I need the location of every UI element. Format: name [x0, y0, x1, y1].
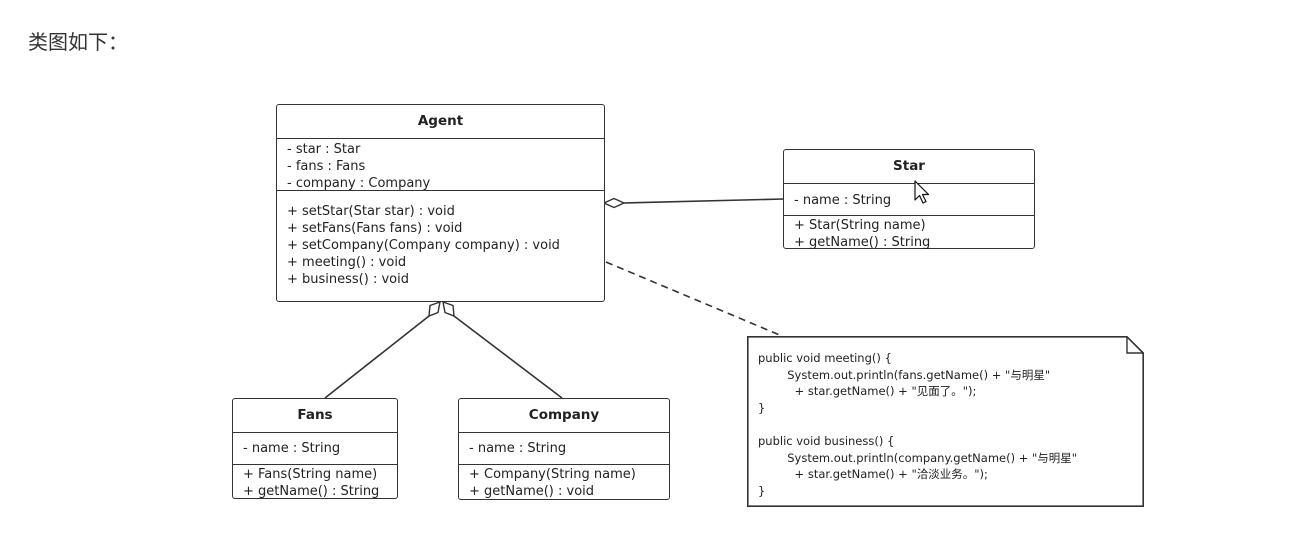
- class-fans[interactable]: Fans - name : String + Fans(String name)…: [232, 398, 398, 499]
- operation-row: + getName() : void: [469, 484, 595, 499]
- aggregation-line-fans: [324, 315, 430, 399]
- attribute-row: - fans : Fans: [287, 159, 366, 174]
- class-star-name: Star: [784, 150, 1034, 184]
- operation-row: + setFans(Fans fans) : void: [287, 221, 463, 236]
- class-fans-name: Fans: [233, 399, 397, 433]
- attribute-row: - company : Company: [287, 176, 431, 191]
- note-anchor-line: [605, 261, 783, 337]
- class-agent[interactable]: Agent - star : Star - fans : Fans - comp…: [276, 104, 605, 302]
- code-line: public void meeting() {: [758, 351, 892, 365]
- operation-row: + Star(String name): [794, 218, 926, 233]
- aggregation-line-star: [623, 198, 784, 204]
- aggregation-diamond-company: [442, 300, 455, 318]
- operation-row: + meeting() : void: [287, 255, 407, 270]
- operation-row: + setCompany(Company company) : void: [287, 238, 560, 253]
- class-company[interactable]: Company - name : String + Company(String…: [458, 398, 670, 500]
- operation-row: + setStar(Star star) : void: [287, 204, 455, 219]
- code-line: public void business() {: [758, 433, 895, 448]
- page-heading: 类图如下：: [28, 30, 128, 54]
- class-star-operations: + Star(String name) + getName() : String: [784, 216, 1034, 249]
- code-line: }: [758, 400, 766, 415]
- aggregation-diamond-fans: [428, 300, 441, 318]
- code-note[interactable]: public void meeting() { System.out.print…: [747, 336, 1144, 507]
- code-line: + star.getName() + "见面了。");: [758, 384, 977, 399]
- class-company-name: Company: [459, 399, 669, 433]
- operation-row: + business() : void: [287, 272, 409, 287]
- attribute-row: - name : String: [469, 441, 567, 456]
- operation-row: + Fans(String name): [243, 467, 378, 482]
- class-company-attributes: - name : String: [459, 433, 669, 465]
- attribute-row: - star : Star: [287, 142, 361, 157]
- class-star[interactable]: Star - name : String + Star(String name)…: [783, 149, 1035, 249]
- class-star-attributes: - name : String: [784, 184, 1034, 216]
- class-agent-name: Agent: [277, 105, 604, 139]
- attribute-row: - name : String: [794, 193, 892, 208]
- code-line: + star.getName() + "洽淡业务。");: [758, 467, 988, 482]
- operation-row: + getName() : String: [243, 484, 380, 499]
- code-line: System.out.println(fans.getName() + "与明星…: [758, 367, 1051, 382]
- class-fans-attributes: - name : String: [233, 433, 397, 465]
- note-shape: [747, 336, 1144, 507]
- code-line: }: [758, 483, 766, 498]
- note-code: public void meeting() { System.out.print…: [758, 350, 1077, 499]
- mouse-pointer-icon: [914, 180, 930, 204]
- operation-row: + Company(String name): [469, 467, 636, 482]
- class-company-operations: + Company(String name) + getName() : voi…: [459, 465, 669, 500]
- aggregation-line-company: [453, 315, 563, 399]
- code-line: [758, 416, 1077, 433]
- attribute-row: - name : String: [243, 441, 341, 456]
- class-fans-operations: + Fans(String name) + getName() : String: [233, 465, 397, 499]
- operation-row: + getName() : String: [794, 235, 931, 249]
- code-line: System.out.println(company.getName() + "…: [758, 450, 1078, 465]
- class-agent-operations: + setStar(Star star) : void + setFans(Fa…: [277, 191, 604, 288]
- aggregation-diamond-star: [602, 197, 626, 209]
- class-agent-attributes: - star : Star - fans : Fans - company : …: [277, 139, 604, 191]
